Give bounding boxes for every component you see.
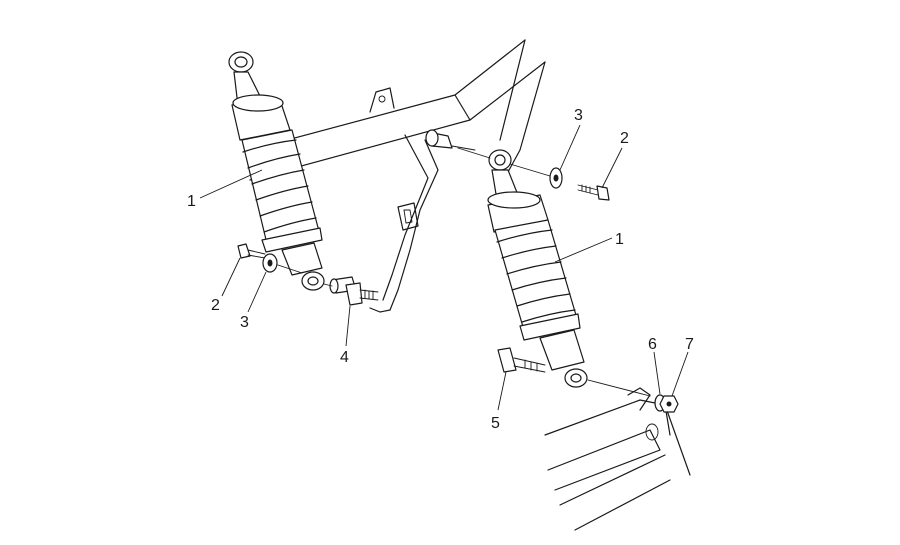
- callout-washer-bottom-left: 3: [240, 314, 249, 331]
- frame-outline: [249, 39, 546, 313]
- callout-bolt-bottom-right: 5: [491, 415, 500, 432]
- leader-lines: [199, 124, 689, 411]
- assembly-axis-lines: [277, 147, 651, 397]
- spring-coils-left: [242, 139, 317, 233]
- callout-shock-left: 1: [187, 193, 196, 210]
- washer-top-right: [549, 167, 563, 189]
- shock-absorber-left: [228, 51, 325, 291]
- callout-washer-bottom-right: 6: [648, 336, 657, 353]
- bolt-bottom-right: [497, 347, 546, 373]
- callout-stud-left: 4: [340, 349, 349, 366]
- nut-bottom-right: [659, 395, 679, 413]
- callout-nut-bottom-right: 7: [685, 336, 694, 353]
- callout-washer-top-right: 3: [574, 107, 583, 124]
- spring-coils-right: [496, 229, 576, 323]
- washer-bottom-left: [262, 253, 278, 273]
- callout-bolt-bottom-left: 2: [211, 297, 220, 314]
- bolt-top-right: [577, 184, 610, 201]
- bolt-bottom-left: [237, 243, 266, 259]
- swingarm-outline: [544, 387, 691, 531]
- callout-shock-right: 1: [615, 231, 624, 248]
- callout-labels: 1 1 2 3 2 3 4 5 6 7: [187, 107, 694, 432]
- stud-left: [329, 276, 379, 306]
- callout-bolt-top-right: 2: [620, 130, 629, 147]
- shock-absorber-right: [487, 149, 588, 388]
